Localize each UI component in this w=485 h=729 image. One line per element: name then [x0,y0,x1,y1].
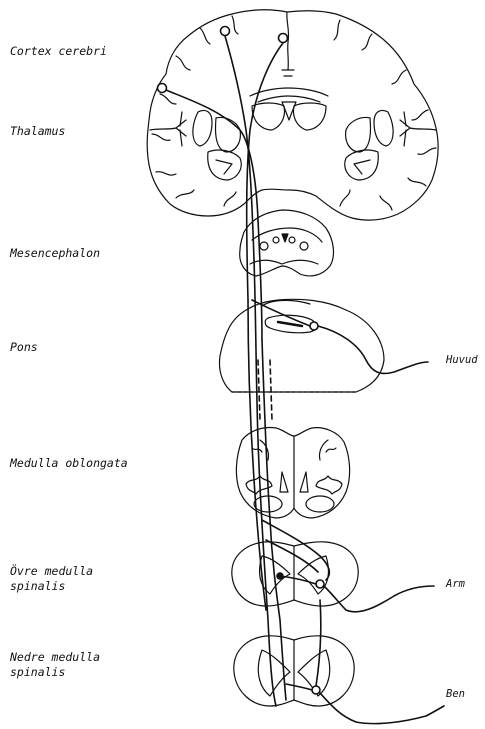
cerebrum-outline [147,10,438,220]
label-nedre-medulla-line2: spinalis [10,665,65,679]
cerebrum-section [147,10,438,220]
upper-spinal-cord-section [232,542,358,606]
label-ovre-medulla-line1: Övre medulla [10,564,93,578]
label-ben: Ben [446,688,465,700]
lateral-ventricle-left [252,103,285,130]
label-cortex-cerebri: Cortex cerebri [10,44,107,58]
lower-spinal-cord-section [234,636,354,706]
label-arm: Arm [446,578,465,590]
label-nedre-medulla-line1: Nedre medulla [10,650,100,664]
label-medulla-oblongata: Medulla oblongata [10,456,128,470]
label-mesencephalon: Mesencephalon [10,246,100,260]
thalamus-right [345,150,379,180]
thalamus-left [208,150,242,180]
nerve-pathways [158,27,445,724]
label-pons: Pons [10,340,38,354]
label-thalamus: Thalamus [10,124,65,138]
lateral-ventricle-right [294,103,327,130]
label-ovre-medulla-line2: spinalis [10,579,65,593]
label-huvud: Huvud [446,354,478,366]
pons-section [220,299,385,392]
